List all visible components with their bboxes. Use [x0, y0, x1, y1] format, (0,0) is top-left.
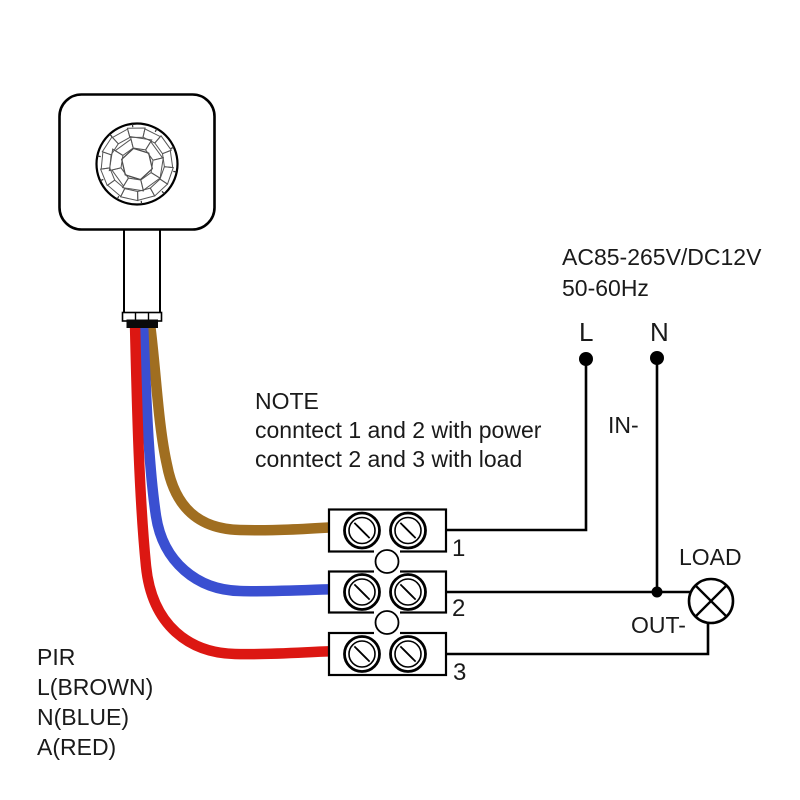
terminal-screws — [343, 511, 427, 673]
pir-sensor — [58, 93, 216, 322]
power-voltage-label: AC85-265V/DC12V — [562, 244, 762, 270]
wires — [129, 323, 338, 660]
fresnel-lens-facets-icon — [97, 123, 177, 205]
note-line-1: conntect 1 and 2 with power — [255, 417, 542, 443]
fresnel-lens — [95, 122, 179, 206]
out-label: OUT- — [631, 612, 686, 638]
power-frequency-label: 50-60Hz — [562, 275, 649, 301]
red-wire — [129, 323, 338, 660]
terminal-number-1: 1 — [452, 535, 465, 562]
load-label: LOAD — [679, 544, 742, 570]
note-line-2: conntect 2 and 3 with load — [255, 446, 522, 472]
wire-legend: PIR L(BROWN) N(BLUE) A(RED) — [37, 644, 153, 760]
screw-terminal-icon — [343, 635, 381, 673]
brown-wire — [144, 323, 338, 536]
neutral-terminal-label: N — [650, 317, 669, 347]
terminal-block: 1 2 3 — [327, 508, 466, 686]
screw-terminal-icon — [343, 573, 381, 611]
block-joint-icon — [374, 549, 400, 574]
node-dot-N — [650, 351, 664, 365]
line-L-to-terminal-1 — [446, 361, 588, 532]
legend-entry-red: A(RED) — [37, 734, 116, 760]
terminal-number-2: 2 — [452, 595, 465, 622]
note-block: NOTE conntect 1 and 2 with power conntec… — [255, 388, 542, 472]
legend-entry-brown: L(BROWN) — [37, 674, 153, 700]
line-terminal-label: L — [579, 317, 593, 347]
screw-terminal-icon — [389, 573, 427, 611]
block-joint-icon — [374, 610, 400, 635]
note-heading: NOTE — [255, 388, 319, 414]
terminal-number-3: 3 — [453, 659, 466, 686]
screw-terminal-icon — [343, 511, 381, 550]
screw-terminal-icon — [389, 511, 427, 550]
screw-terminal-icon — [389, 635, 427, 673]
in-label: IN- — [608, 412, 639, 438]
junction-dot — [651, 586, 663, 598]
line-terminal-3-to-load — [446, 622, 710, 656]
sensor-stem — [123, 226, 161, 314]
blue-wire — [137, 323, 338, 597]
load-lamp-icon — [687, 577, 735, 625]
legend-device-label: PIR — [37, 644, 75, 670]
node-dot-L — [579, 352, 593, 366]
legend-entry-blue: N(BLUE) — [37, 704, 129, 730]
cable-collar — [126, 319, 158, 328]
circuit-lines — [446, 360, 710, 656]
